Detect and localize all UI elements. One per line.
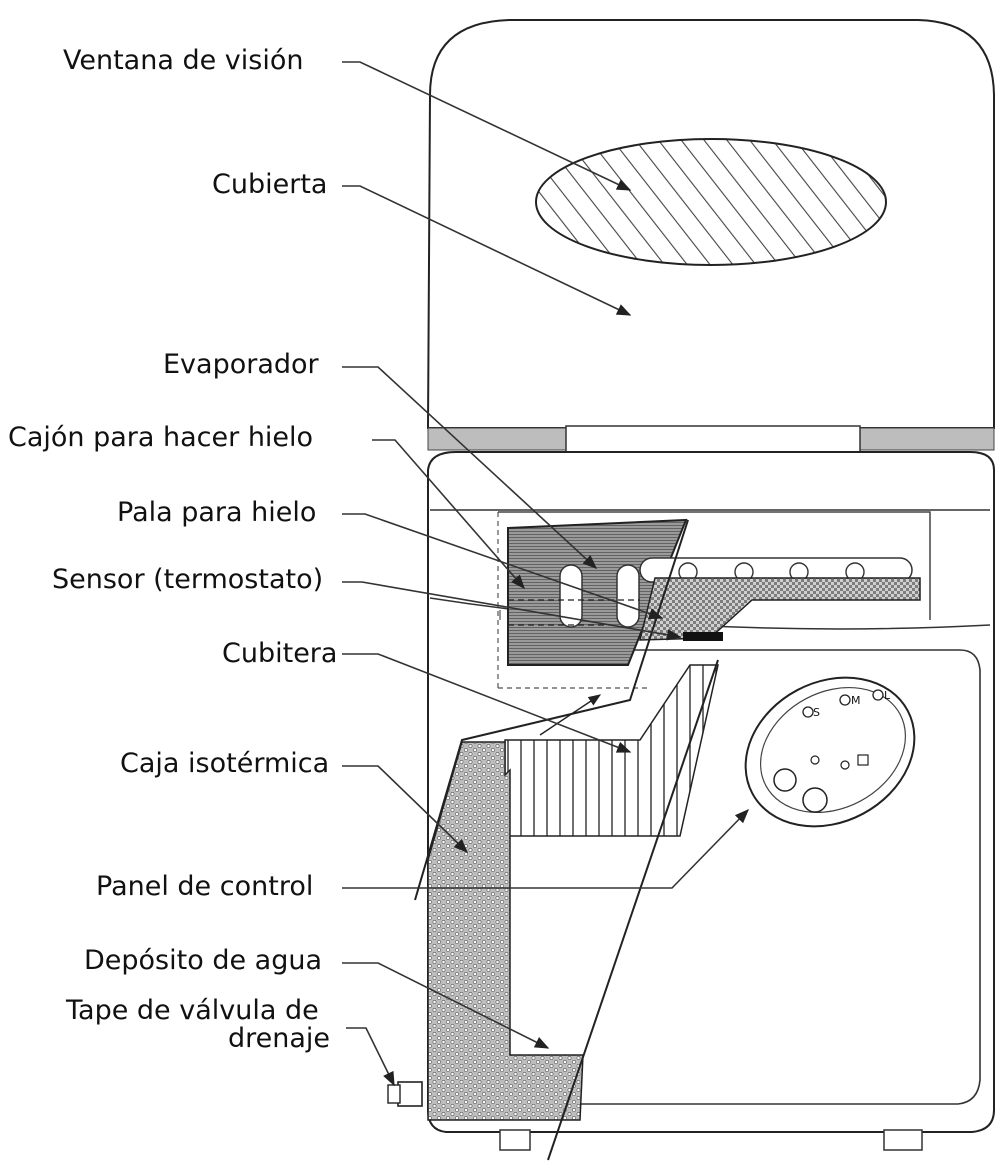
label-evaporador: Evaporador	[163, 349, 319, 380]
label-deposito-agua: Depósito de agua	[84, 945, 322, 976]
size-m-label: M	[851, 694, 861, 707]
leader-sensor	[342, 581, 682, 641]
evaporator-assembly	[507, 518, 913, 666]
size-l-label: L	[884, 689, 891, 702]
control-panel: S M L	[744, 676, 916, 828]
sensor	[683, 632, 723, 641]
water-reservoir	[427, 741, 584, 1121]
leader-ventana	[342, 61, 632, 191]
leader-cubitera	[342, 653, 632, 753]
label-cubierta: Cubierta	[212, 169, 328, 200]
label-tape-valvula-line1: Tape de válvula de	[66, 995, 319, 1026]
leader-pala	[342, 513, 664, 620]
leader-deposito	[342, 962, 550, 1049]
label-ventana-de-vision: Ventana de visión	[63, 45, 304, 76]
leader-evaporador	[342, 366, 598, 569]
label-pala-hielo: Pala para hielo	[117, 497, 317, 528]
viewing-window	[535, 138, 887, 266]
label-panel-control: Panel de control	[96, 871, 314, 902]
label-sensor: Sensor (termostato)	[52, 564, 324, 595]
label-caja-isotermica: Caja isotérmica	[120, 748, 330, 779]
ice-shovel	[639, 577, 921, 641]
leader-caja	[342, 765, 469, 854]
drain-valve-plug	[387, 1081, 423, 1107]
label-cajon-hielo: Cajón para hacer hielo	[8, 422, 314, 453]
leader-cajon	[372, 439, 525, 590]
leader-tape	[346, 1027, 395, 1087]
leader-cubierta	[342, 185, 632, 316]
leader-panel	[342, 808, 750, 889]
label-cubitera: Cubitera	[222, 638, 338, 669]
label-tape-valvula-line2: drenaje	[228, 1023, 331, 1054]
size-s-label: S	[813, 706, 820, 719]
